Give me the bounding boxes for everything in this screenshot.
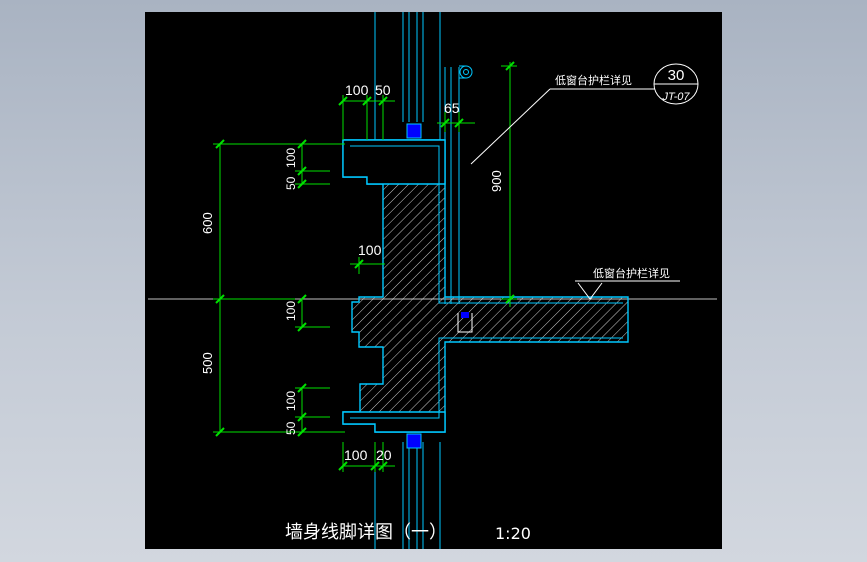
dimension-ticks <box>215 61 515 471</box>
dim-overall-600: 600 <box>200 212 215 234</box>
note-top: 低窗台护栏详见 <box>555 73 632 87</box>
note-leader-top <box>470 63 699 165</box>
drawing-title: 墙身线脚详图（一） <box>285 522 447 543</box>
dim-right-900: 900 <box>489 170 504 192</box>
dim-left-50-c: 50 <box>284 421 298 435</box>
dim-bottom-20: 20 <box>376 447 392 463</box>
dim-top-100: 100 <box>345 82 369 98</box>
dim-left-100-b: 100 <box>284 301 298 321</box>
dim-left-50-a: 50 <box>284 176 298 190</box>
window-frame-lines <box>374 12 441 549</box>
dim-left-100-c: 100 <box>284 391 298 411</box>
wall-section <box>342 139 629 433</box>
dim-left-100-a: 100 <box>284 148 298 168</box>
dim-top-50: 50 <box>375 82 391 98</box>
dim-mid-100: 100 <box>358 242 382 258</box>
drawing-scale: 1:20 <box>495 524 531 543</box>
detail-drawing: 100 50 65 100 50 600 100 100 500 100 50 … <box>148 12 717 549</box>
bottom-cap <box>342 411 446 433</box>
finish-lines <box>350 145 623 419</box>
note-mid: 低窗台护栏详见 <box>593 266 670 280</box>
detail-number: 30 <box>668 67 685 84</box>
detail-sheet: JT-07 <box>661 91 690 103</box>
drawing-canvas: 100 50 65 100 50 600 100 100 500 100 50 … <box>145 12 722 549</box>
note-leader-mid <box>575 280 680 300</box>
dim-overall-500: 500 <box>200 352 215 374</box>
window-sill-blocks <box>406 123 473 449</box>
dim-top-65: 65 <box>444 100 460 116</box>
dim-bottom-100: 100 <box>344 447 368 463</box>
sill-cap <box>342 139 446 185</box>
